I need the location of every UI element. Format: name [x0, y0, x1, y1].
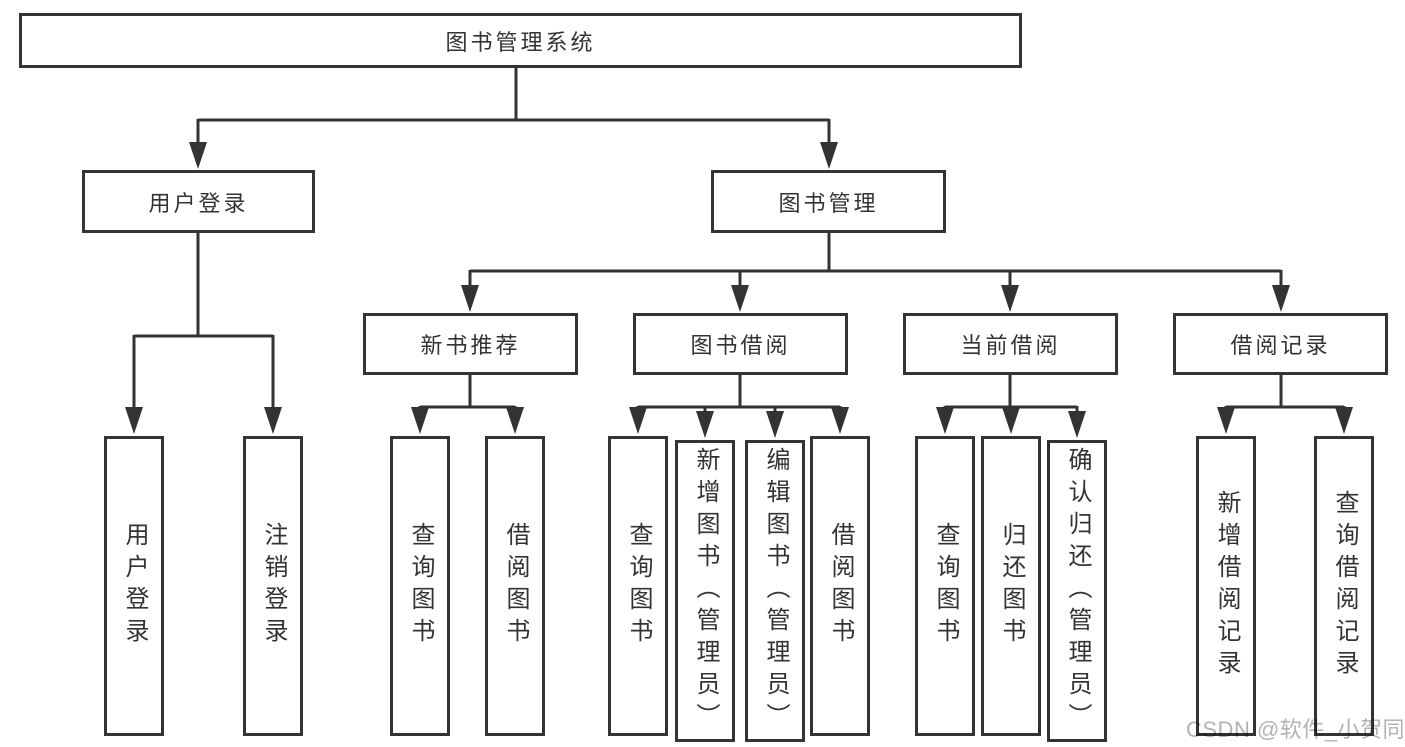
- node-label: 用户登录: [148, 190, 249, 216]
- node-label: 图书借阅: [690, 333, 791, 358]
- node-label: 新增图书（管理员）: [692, 447, 719, 735]
- node-leaf-add-borrow-record: 新增借阅记录: [1196, 436, 1256, 736]
- node-label: 图书管理: [778, 190, 879, 216]
- node-label: 确认归还（管理员）: [1064, 447, 1091, 735]
- node-root: 图书管理系统: [19, 13, 1022, 68]
- watermark: CSDN @软件_小贺同学: [1186, 717, 1405, 742]
- node-new-book-recommend: 新书推荐: [363, 313, 578, 375]
- node-label: 借阅图书: [827, 522, 854, 650]
- node-current-borrowing: 当前借阅: [903, 313, 1118, 375]
- connector-strokes: [132, 68, 1346, 420]
- node-leaf-confirm-return-admin: 确认归还（管理员）: [1047, 440, 1107, 742]
- node-book-management: 图书管理: [711, 170, 946, 233]
- node-leaf-query-books-borrowing: 查询图书: [608, 436, 668, 736]
- node-label: 编辑图书（管理员）: [762, 447, 789, 735]
- node-label: 查询图书: [407, 522, 434, 650]
- node-label: 新增借阅记录: [1213, 490, 1240, 682]
- node-label: 新书推荐: [420, 333, 521, 358]
- node-label: 查询图书: [625, 522, 652, 650]
- node-leaf-edit-books-admin: 编辑图书（管理员）: [745, 440, 805, 742]
- node-label: 用户登录: [121, 522, 148, 650]
- node-borrowing-records: 借阅记录: [1173, 313, 1388, 375]
- node-leaf-logout: 注销登录: [243, 436, 303, 736]
- arrowhead-icons: [125, 142, 1353, 438]
- node-leaf-borrow-books-recommend: 借阅图书: [485, 436, 545, 736]
- node-label: 借阅图书: [502, 522, 529, 650]
- node-user-login: 用户登录: [82, 170, 315, 233]
- node-leaf-add-books-admin: 新增图书（管理员）: [675, 440, 735, 742]
- node-leaf-query-books-recommend: 查询图书: [390, 436, 450, 736]
- node-label: 当前借阅: [960, 333, 1061, 358]
- node-label: 查询借阅记录: [1331, 490, 1358, 682]
- node-label: 注销登录: [260, 522, 287, 650]
- node-label: 图书管理系统: [445, 29, 596, 55]
- node-leaf-return-books: 归还图书: [981, 436, 1041, 736]
- node-book-borrowing: 图书借阅: [633, 313, 848, 375]
- node-leaf-user-login: 用户登录: [104, 436, 164, 736]
- node-leaf-query-borrow-record: 查询借阅记录: [1314, 436, 1374, 736]
- node-label: 查询图书: [932, 522, 959, 650]
- node-leaf-borrow-books-borrowing: 借阅图书: [810, 436, 870, 736]
- node-label: 归还图书: [998, 522, 1025, 650]
- node-leaf-query-books-current: 查询图书: [915, 436, 975, 736]
- node-label: 借阅记录: [1230, 333, 1331, 358]
